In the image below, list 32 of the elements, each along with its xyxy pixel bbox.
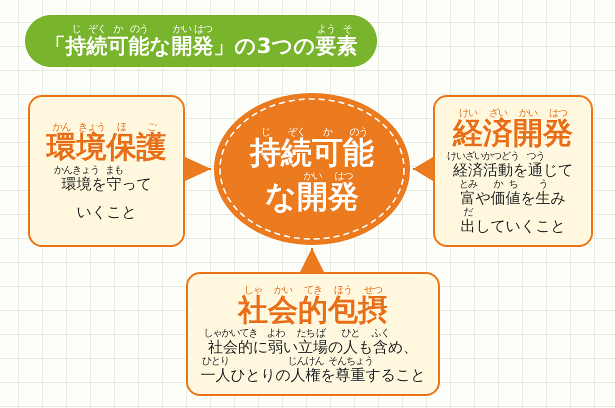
- topic-heading: 経済開発: [453, 119, 573, 149]
- topic-card: [186, 272, 440, 396]
- topic-description: 環境を守って: [62, 176, 152, 193]
- furigana: かんきょう まも: [54, 166, 123, 176]
- topic-description: 経済活動を通じて: [453, 162, 573, 179]
- furigana: かん きょう ほ ご: [52, 122, 156, 132]
- topic-description: 出していくこと: [460, 218, 566, 235]
- furigana: だ: [464, 208, 472, 218]
- arrow: [413, 157, 433, 181]
- furigana: とみ か ち う: [459, 180, 548, 190]
- topic-card: [28, 95, 185, 247]
- furigana: けいざいかつどう つう: [447, 152, 544, 162]
- center-title: な開発: [265, 182, 359, 213]
- topic-heading: 環境保護: [46, 133, 166, 163]
- topic-description: 富や価値を生み: [460, 190, 566, 207]
- center-title: 持続可能: [250, 138, 374, 169]
- topic-description: いくこと: [76, 204, 136, 221]
- topic-description: 社会的に弱い立場の人も含め、: [208, 339, 418, 356]
- furigana: しゃ かい てき ほう せつ: [244, 286, 382, 296]
- diagram-title: 「持続可能な開発」の3つの要素: [44, 35, 358, 57]
- center-ellipse: [214, 93, 410, 245]
- furigana: かい はつ: [304, 172, 352, 182]
- furigana: じ ぞく か のう かい はつ よう そ: [72, 24, 352, 35]
- topic-description: 一人ひとりの人権を尊重すること: [200, 367, 426, 384]
- furigana: ひとり じんけん そんちょう: [202, 356, 373, 367]
- furigana: じ ぞく か のう: [261, 128, 368, 138]
- arrow: [185, 157, 211, 181]
- furigana: けい ざい かい はつ: [459, 108, 567, 118]
- topic-card: [433, 95, 593, 247]
- topic-heading: 社会的包摂: [238, 296, 388, 326]
- furigana: しゃかいてき よわ たちば ひと ふく: [204, 328, 390, 339]
- arrow: [300, 248, 324, 272]
